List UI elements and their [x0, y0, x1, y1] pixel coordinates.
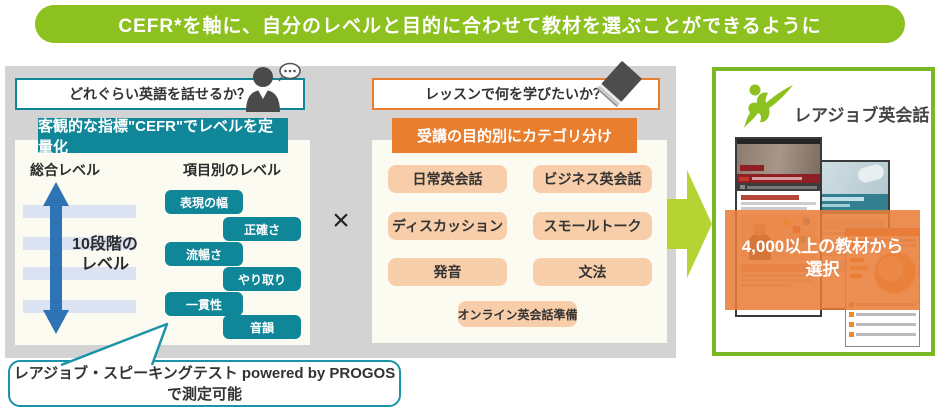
skill-chip-range: 表現の幅	[165, 190, 243, 214]
skill-chip-label: 表現の幅	[179, 195, 228, 210]
category-label: スモールトーク	[543, 218, 642, 234]
category-label: オンライン英会話準備	[457, 307, 578, 322]
purpose-content-box: 日常英会話 ビジネス英会話 ディスカッション スモールトーク 発音 文法 オンラ…	[372, 140, 667, 343]
skill-chip-label: 音韻	[249, 320, 274, 335]
category-label: 日常英会話	[412, 171, 483, 187]
skill-chip-accuracy: 正確さ	[223, 217, 301, 241]
category-smalltalk: スモールトーク	[533, 212, 652, 240]
category-label: 文法	[578, 264, 607, 280]
level-method-label: 客観的な指標"CEFR"でレベルを定量化	[38, 117, 274, 156]
level-count-line2: レベル	[80, 256, 129, 273]
level-stripe	[23, 300, 136, 313]
speaking-test-line2: で測定可能	[166, 385, 242, 403]
level-question-label: どれぐらい英語を話せるか？	[69, 86, 251, 102]
overall-level-label: 総合レベル	[30, 162, 100, 178]
skill-chip-coherence: 一貫性	[165, 292, 243, 316]
purpose-question-label: レッスンで何を学びたいか？	[425, 86, 607, 102]
category-daily: 日常英会話	[388, 165, 507, 193]
brand-name: レアジョブ英会話	[794, 106, 930, 125]
skill-chip-label: やり取り	[237, 272, 286, 287]
speech-bubble-tail	[60, 322, 169, 366]
level-count-line1: 10段階の	[72, 236, 138, 253]
rarejob-logo-icon	[744, 84, 793, 128]
level-count-note: 10段階の レベル	[65, 235, 145, 275]
skill-chip-interaction: やり取り	[223, 267, 301, 291]
book-icon	[596, 61, 642, 108]
category-label: 発音	[433, 264, 462, 280]
category-label: ビジネス英会話	[543, 171, 642, 187]
level-method-box: 客観的な指標"CEFR"でレベルを定量化	[38, 118, 288, 156]
skill-chip-label: 一貫性	[185, 297, 222, 312]
itemized-level-label: 項目別のレベル	[183, 162, 281, 178]
skill-chip-phonology: 音韻	[223, 315, 301, 339]
banner-title: CEFR*を軸に、自分のレベルと目的に合わせて教材を選ぶことができるように	[118, 15, 822, 37]
person-speaking-icon	[246, 62, 301, 112]
category-online-prep: オンライン英会話準備	[457, 301, 578, 327]
banner: CEFR*を軸に、自分のレベルと目的に合わせて教材を選ぶことができるように	[35, 5, 905, 43]
category-grammar: 文法	[533, 258, 652, 286]
category-label: ディスカッション	[391, 218, 504, 234]
skill-chip-label: 正確さ	[243, 222, 280, 237]
purpose-method-box: 受講の目的別にカテゴリ分け	[392, 118, 637, 153]
speaking-test-note: レアジョブ・スピーキングテスト powered by PROGOS で測定可能	[8, 360, 401, 407]
level-stripe	[23, 205, 136, 218]
purpose-method-label: 受講の目的別にカテゴリ分け	[416, 128, 612, 145]
skill-chip-fluency: 流暢さ	[165, 242, 243, 266]
skill-chip-label: 流暢さ	[185, 247, 222, 262]
category-business: ビジネス英会話	[533, 165, 652, 193]
category-discussion: ディスカッション	[388, 212, 507, 240]
materials-count-overlay: 4,000以上の教材から 選択	[725, 210, 920, 310]
multiply-symbol: ×	[332, 204, 350, 237]
result-panel: レアジョブ英会話	[712, 67, 935, 356]
materials-count-line1: 4,000以上の教材から	[741, 237, 904, 256]
materials-count-line2: 選択	[805, 259, 840, 279]
level-range-arrow-icon	[43, 182, 69, 334]
category-pronunciation: 発音	[388, 258, 507, 286]
result-arrow-icon	[663, 170, 712, 278]
level-content-box: 総合レベル 項目別のレベル 10段階の レベル 表現の幅 正確さ 流暢さ やり取…	[15, 140, 310, 345]
speaking-test-line1: レアジョブ・スピーキングテスト powered by PROGOS	[13, 364, 396, 382]
